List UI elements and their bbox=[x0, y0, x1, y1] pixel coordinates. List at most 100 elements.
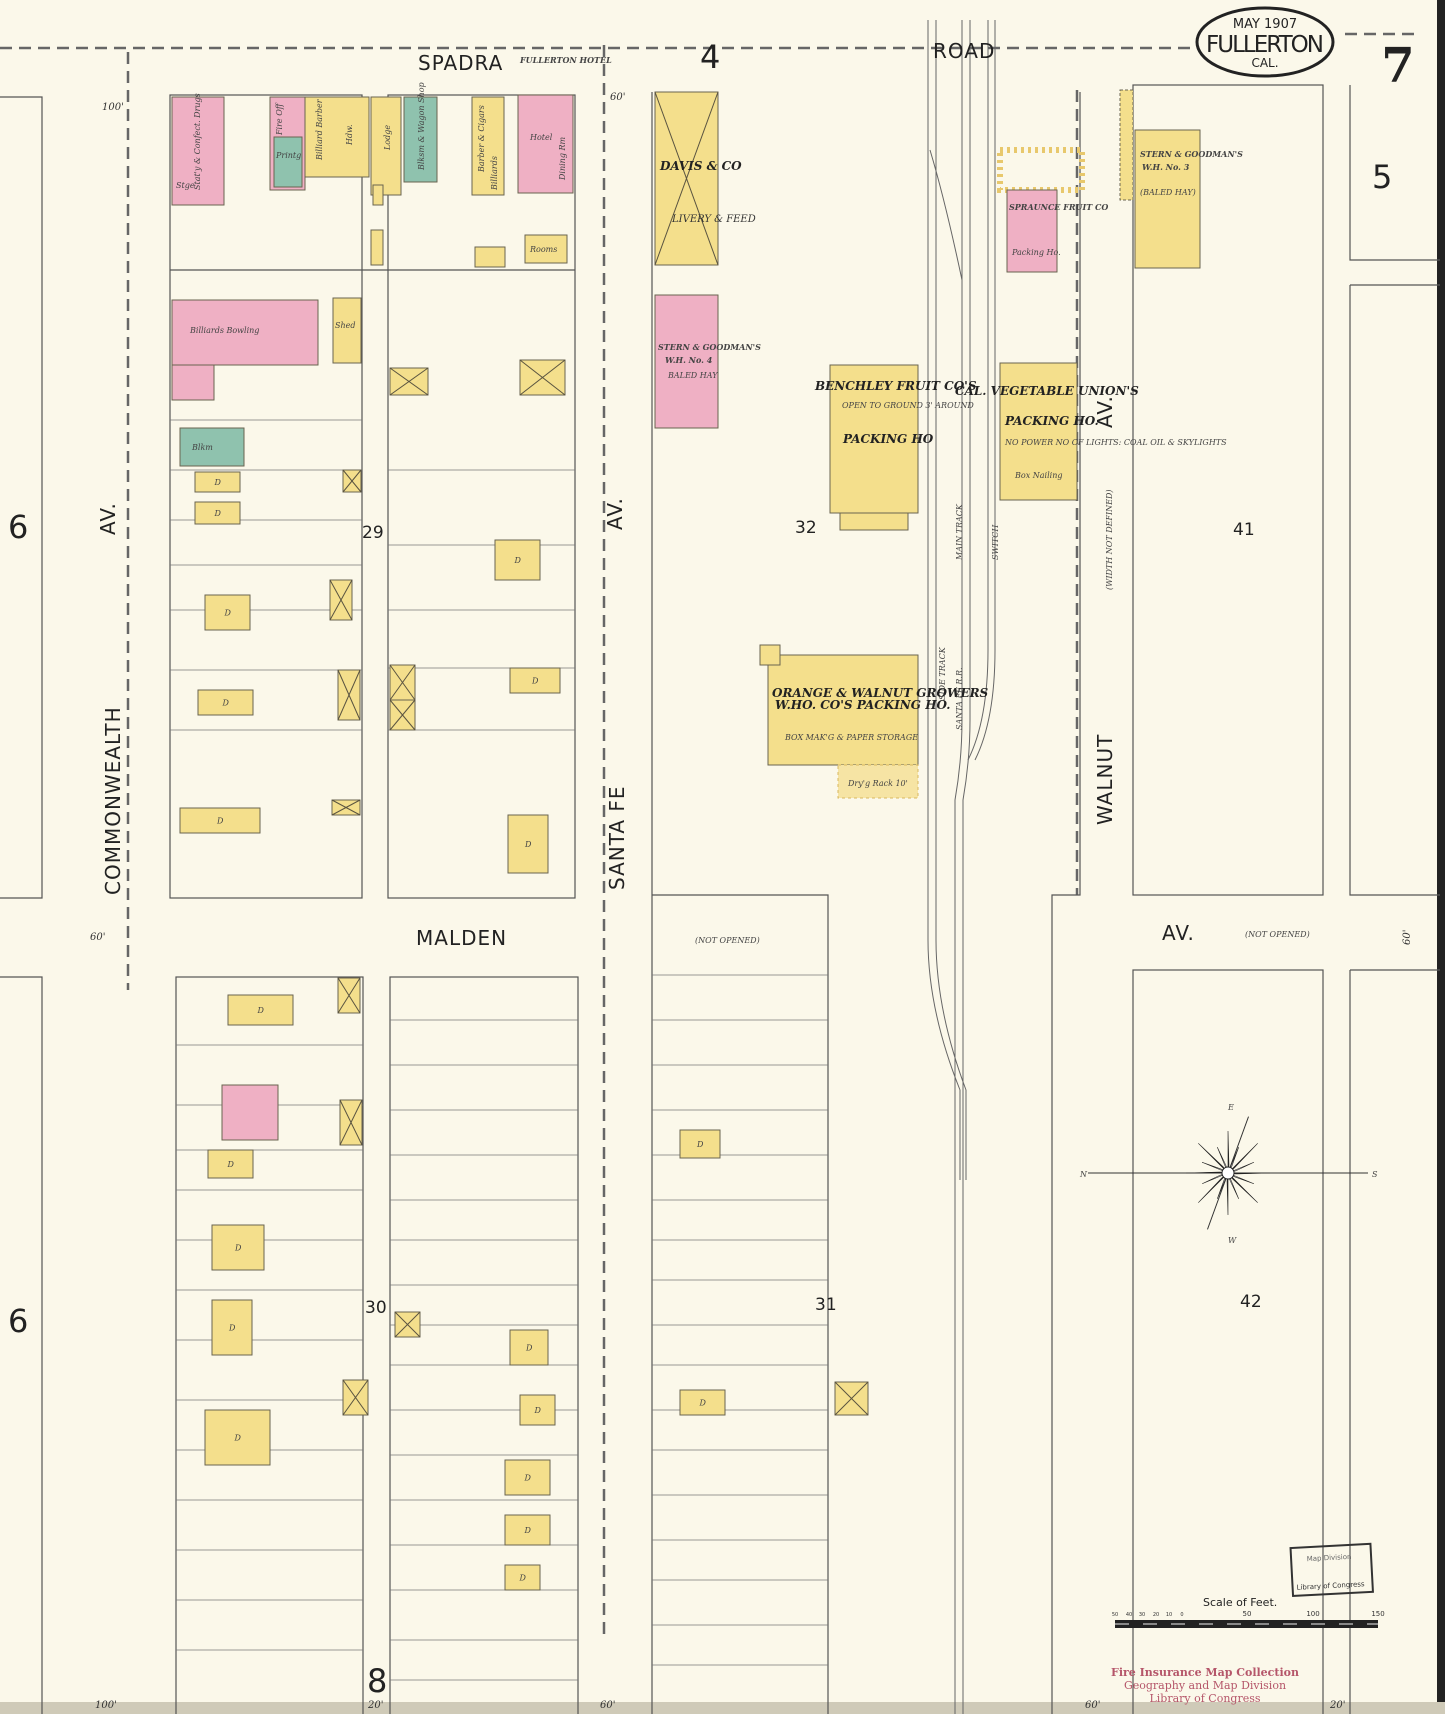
dwelling bbox=[194, 471, 241, 493]
width-label: 100' bbox=[95, 1700, 117, 1711]
dwelling-label: D bbox=[224, 609, 232, 618]
switch-rail bbox=[974, 20, 996, 761]
label-fire-office: Fire Off bbox=[275, 102, 284, 136]
dwelling bbox=[211, 1224, 265, 1271]
compass-rose: N S E W bbox=[1079, 1103, 1378, 1245]
compass-e: E bbox=[1227, 1103, 1234, 1112]
label-hardware: Hdw. bbox=[345, 124, 354, 146]
building-barber-cigars bbox=[471, 96, 505, 196]
label-cal-veg-ph: PACKING HO. bbox=[1004, 414, 1099, 428]
scale-bar bbox=[1115, 1620, 1378, 1628]
label-cal-vegetable: CAL. VEGETABLE UNION'S bbox=[955, 384, 1139, 398]
dwelling-label: D bbox=[228, 1324, 236, 1333]
main-track-rail bbox=[954, 20, 963, 1714]
building-bowling bbox=[171, 299, 319, 366]
lower-av-not-opened: (NOT OPENED) bbox=[1245, 930, 1310, 939]
block-30-west bbox=[175, 976, 364, 1714]
label-stern3: STERN & GOODMAN'S bbox=[1140, 149, 1243, 159]
dwelling-label: D bbox=[216, 817, 224, 826]
building-strip bbox=[1119, 89, 1134, 201]
building-drugs bbox=[171, 96, 225, 206]
dwelling bbox=[504, 1514, 551, 1546]
width-label: 60' bbox=[1402, 930, 1413, 945]
block-41 bbox=[1132, 84, 1324, 896]
fullerton-hotel-label: FULLERTON HOTEL bbox=[519, 55, 612, 65]
block-29-west bbox=[169, 94, 363, 899]
building-oil bbox=[759, 644, 781, 666]
dwelling-label: D bbox=[227, 1160, 235, 1169]
label-dining: Dining Rm bbox=[558, 136, 567, 181]
label-blacksmith-2: Blkm bbox=[191, 443, 213, 452]
block-30-east bbox=[389, 976, 579, 1714]
main-track-rail bbox=[962, 20, 971, 1714]
label-stern4-no: W.H. No. 4 bbox=[665, 355, 713, 365]
adjoining-sheet-right: 5 bbox=[1372, 158, 1392, 196]
dwelling bbox=[207, 1149, 254, 1179]
side-track-rail bbox=[927, 20, 961, 1180]
building-benchley bbox=[829, 364, 919, 514]
map-date: MAY 1907 bbox=[1233, 17, 1297, 32]
building-billiard-barber bbox=[304, 96, 370, 178]
dwelling bbox=[179, 807, 261, 834]
stamp-geography: Geography and Map Division bbox=[1124, 1679, 1286, 1692]
malden-not-opened: (NOT OPENED) bbox=[695, 936, 760, 945]
block-edge-right-lower bbox=[1349, 969, 1440, 1714]
street-commonwealth-av: AV. bbox=[96, 502, 120, 535]
block-41-buildings: STERN & GOODMAN'S W.H. No. 3 (BALED HAY) bbox=[1119, 89, 1243, 269]
dwelling bbox=[509, 667, 561, 694]
label-stern3-no: W.H. No. 3 bbox=[1142, 162, 1190, 172]
dwelling bbox=[679, 1389, 726, 1416]
street-santa-fe: SANTA FE bbox=[605, 785, 629, 890]
compass-s: S bbox=[1372, 1170, 1378, 1179]
street-walnut: WALNUT bbox=[1093, 734, 1117, 825]
building-outbuilding bbox=[474, 246, 506, 268]
dwelling-label: D bbox=[234, 1244, 242, 1253]
label-drugs: Stat'y & Confect. Drugs bbox=[193, 93, 202, 190]
scale-tick-label: 150 bbox=[1371, 1610, 1384, 1618]
switch-rail bbox=[967, 20, 989, 761]
block-edge-left-lower bbox=[0, 976, 43, 1714]
dwelling bbox=[507, 814, 549, 874]
building-blacksmith-2 bbox=[179, 427, 245, 467]
compass-w: W bbox=[1228, 1236, 1237, 1245]
dwelling-label: D bbox=[696, 1140, 704, 1149]
width-label: 20' bbox=[1329, 1700, 1345, 1711]
width-label: 20' bbox=[367, 1700, 383, 1711]
dwelling bbox=[504, 1459, 551, 1496]
dwelling-label: D bbox=[524, 1474, 532, 1483]
stamp-map-division: Map Division bbox=[1307, 1553, 1352, 1563]
label-spraunce-ph: Packing Ho. bbox=[1011, 248, 1061, 257]
scale-tick-label: 10 bbox=[1166, 1612, 1172, 1618]
dwelling-label: D bbox=[214, 478, 222, 487]
label-shed: Shed bbox=[335, 321, 356, 330]
label-rooms: Rooms bbox=[529, 245, 557, 254]
dwelling-label: D bbox=[534, 1406, 542, 1415]
label-barber-cigars: Barber & Cigars bbox=[477, 105, 486, 173]
label-stern4-hay: BALED HAY bbox=[667, 371, 718, 380]
dwelling-label: D bbox=[234, 1434, 242, 1443]
compass-n: N bbox=[1079, 1170, 1088, 1179]
width-label: 100' bbox=[102, 102, 124, 113]
scale-tick-label: 100 bbox=[1306, 1610, 1319, 1618]
label-davis: DAVIS & CO bbox=[659, 159, 742, 173]
street-commonwealth: COMMONWEALTH bbox=[101, 706, 125, 895]
dwelling-label: D bbox=[524, 1526, 532, 1535]
commercial-row-spadra: FULLERTON HOTEL Stat'y & Confect. Drugs … bbox=[171, 55, 612, 268]
street-malden: MALDEN bbox=[416, 926, 507, 950]
label-benchley-ph: PACKING HO bbox=[842, 432, 934, 446]
label-box-nailing: Box Nailing bbox=[1014, 471, 1062, 480]
dwelling-label: D bbox=[699, 1399, 707, 1408]
loc-map-division-stamp: Map Division Library of Congress bbox=[1289, 1542, 1374, 1598]
building-lodge bbox=[370, 96, 402, 196]
main-track-label: MAIN TRACK bbox=[955, 503, 964, 561]
label-printing: Printg bbox=[275, 151, 301, 160]
label-benchley: BENCHLEY FRUIT CO'S bbox=[814, 379, 977, 393]
switch-label: SWITCH bbox=[991, 524, 1000, 560]
dwelling bbox=[227, 994, 294, 1026]
title-cartouche: MAY 1907 FULLERTON CAL. 7 bbox=[1195, 6, 1415, 94]
label-blacksmith: Blksm & Wagon Shop bbox=[417, 82, 426, 171]
building-fullerton-hotel bbox=[517, 94, 574, 194]
map-city: FULLERTON bbox=[1206, 32, 1324, 58]
dwelling bbox=[494, 539, 541, 581]
